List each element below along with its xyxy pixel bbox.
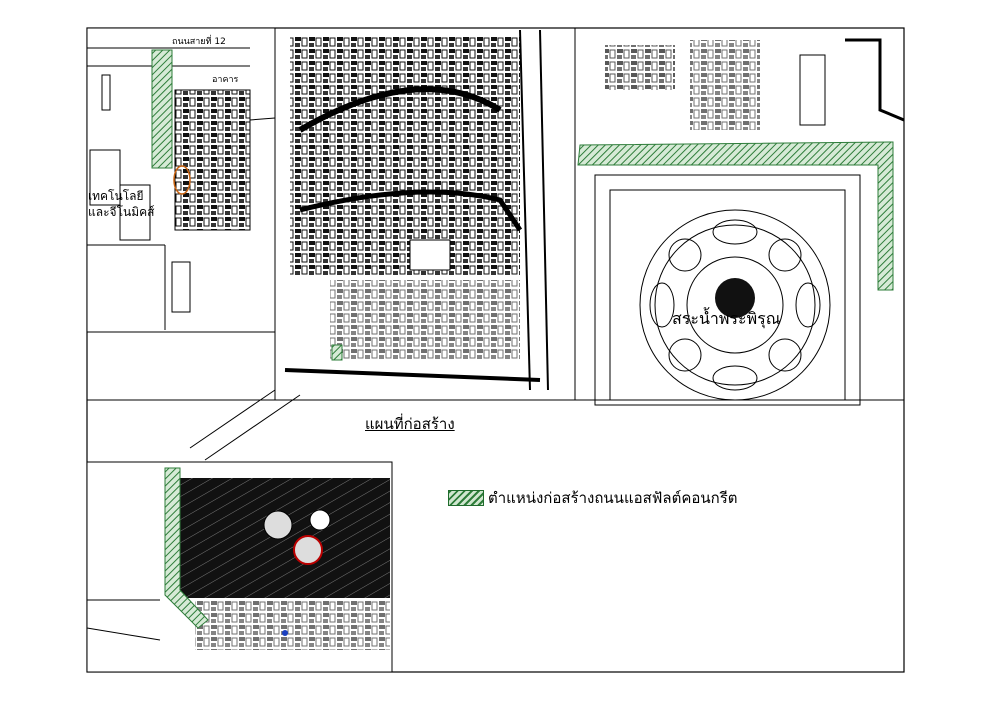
pond-label: สระน้ำพระพิรุณ [672,309,781,328]
legend-label: ตำแหน่งก่อสร้างถนนแอสฟัลต์คอนกรีต [488,489,738,507]
map-title: แผนที่ก่อสร้าง [365,415,455,433]
pond-area-map [574,27,905,406]
tech-label-2: และจีโนมิคส์ [88,205,155,219]
inset-top-left [86,27,276,333]
tech-label-1: เทคโนโลยี [88,189,144,203]
campus-map-center [189,27,576,461]
inset-bottom-left [86,461,393,673]
hatch-swatch-icon [448,490,484,506]
legend: ตำแหน่งก่อสร้างถนนแอสฟัลต์คอนกรีต [448,486,738,510]
road-label: ถนนสายที่ 12 [172,37,226,47]
building-label: อาคาร [212,75,239,85]
